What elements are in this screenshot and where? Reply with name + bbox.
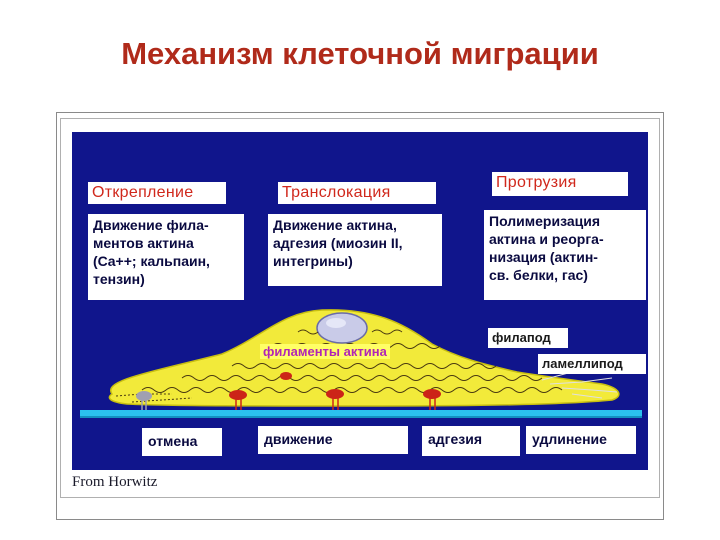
description-protrusion: Полимеризация актина и реорга- низация (… — [484, 210, 646, 300]
nucleus — [316, 312, 368, 344]
adhesion-site — [326, 389, 344, 410]
detaching-adhesion — [136, 391, 152, 410]
adhesion-sites — [229, 372, 441, 410]
header-protrusion: Протрузия — [492, 172, 628, 196]
description-detachment: Движение фила- ментов актина (Ca++; каль… — [88, 214, 244, 300]
substrate-line — [80, 410, 642, 416]
label-lamellipod: ламеллипод — [538, 354, 646, 374]
trailing-filaments — [115, 393, 193, 403]
substrate-shadow — [80, 416, 642, 418]
slide-title: Механизм клеточной миграции — [121, 36, 599, 71]
nucleus-highlight — [326, 318, 346, 328]
adhesion-site — [280, 372, 292, 380]
description-translocation: Движение актина, адгезия (миозин II, инт… — [268, 214, 442, 286]
stage-elongation: удлинение — [526, 426, 636, 454]
stage-movement: движение — [258, 426, 408, 454]
figure-credit: From Horwitz — [72, 474, 158, 490]
header-translocation: Транслокация — [278, 182, 436, 204]
header-detachment: Открепление — [88, 182, 226, 204]
label-actin-filaments: филаменты актина — [260, 344, 390, 359]
adhesion-site — [229, 390, 247, 410]
stage-adhesion: адгезия — [422, 426, 520, 456]
stage-cancel: отмена — [142, 428, 222, 456]
adhesion-site — [423, 389, 441, 410]
cell-migration-diagram: Открепление Транслокация Протрузия Движе… — [72, 132, 648, 470]
label-filopod: филапод — [488, 328, 568, 348]
